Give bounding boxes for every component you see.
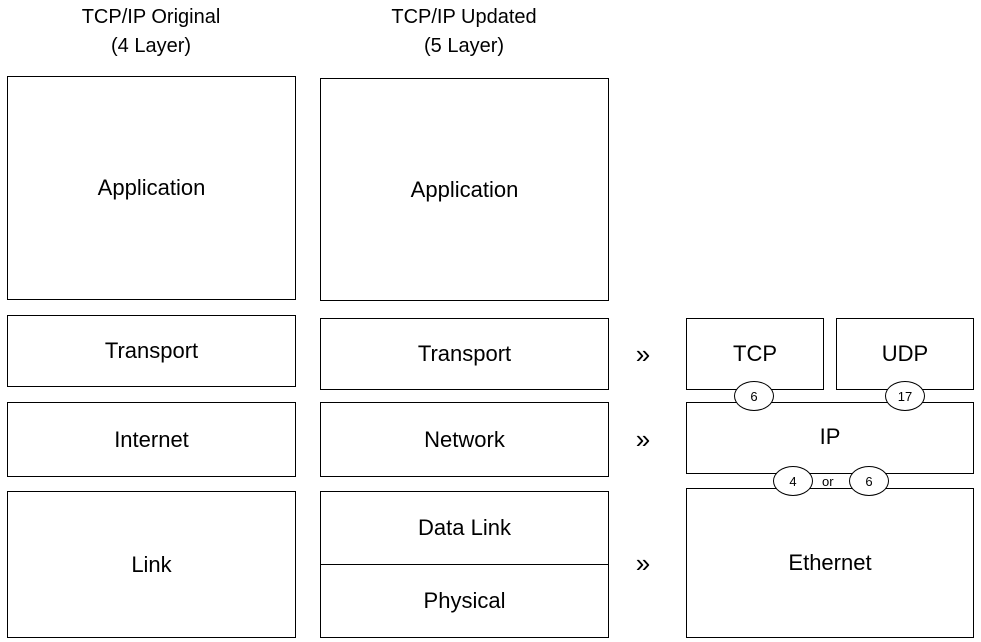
link-arrow: » [635, 548, 651, 578]
updated-application-layer: Application [320, 78, 609, 301]
original-internet-layer: Internet [7, 402, 296, 477]
protocol-label: IP [819, 424, 841, 449]
udp-protocol-box: UDP [836, 318, 974, 390]
or-connector-text: or [822, 474, 834, 489]
layer-label: Internet [114, 426, 189, 452]
original-link-layer: Link [7, 491, 296, 638]
oval-label: 17 [897, 388, 913, 404]
ip-protocol-box: IP [686, 402, 974, 474]
layer-label: Transport [104, 338, 199, 363]
original-transport-layer: Transport [7, 315, 296, 387]
updated-transport-layer: Transport [320, 318, 609, 390]
original-title-line1: TCP/IP Original [81, 6, 221, 28]
udp-protocol-number-oval: 17 [885, 381, 925, 411]
original-model-title: TCP/IP Original (4 Layer) [41, 3, 261, 61]
network-arrow: » [635, 424, 651, 454]
protocol-label: Ethernet [788, 550, 872, 575]
original-title-line2: (4 Layer) [110, 35, 192, 57]
updated-title-line2: (5 Layer) [423, 35, 505, 57]
ipv6-ethertype-oval: 6 [849, 466, 889, 496]
layer-label: Link [131, 551, 172, 577]
updated-data-link-layer: Data Link [321, 492, 608, 565]
oval-label: 6 [750, 388, 758, 404]
oval-label: 4 [789, 473, 797, 489]
tcp-protocol-number-oval: 6 [734, 381, 774, 411]
transport-arrow: » [635, 339, 651, 369]
layer-label: Physical [423, 588, 506, 613]
layer-label: Transport [417, 341, 512, 366]
layer-label: Application [410, 176, 519, 202]
ipv4-ethertype-oval: 4 [773, 466, 813, 496]
updated-physical-layer: Physical [321, 565, 608, 637]
layer-label: Data Link [418, 515, 511, 540]
updated-title-line1: TCP/IP Updated [391, 6, 537, 28]
original-application-layer: Application [7, 76, 296, 300]
protocol-label: TCP [733, 341, 777, 366]
updated-link-layers: Data Link Physical [320, 491, 609, 638]
layer-label: Application [97, 175, 206, 200]
updated-network-layer: Network [320, 402, 609, 477]
updated-model-title: TCP/IP Updated (5 Layer) [354, 3, 574, 61]
oval-label: 6 [865, 473, 873, 489]
tcp-protocol-box: TCP [686, 318, 824, 390]
ethernet-protocol-box: Ethernet [686, 488, 974, 638]
protocol-label: UDP [881, 341, 929, 366]
layer-label: Network [424, 426, 505, 452]
